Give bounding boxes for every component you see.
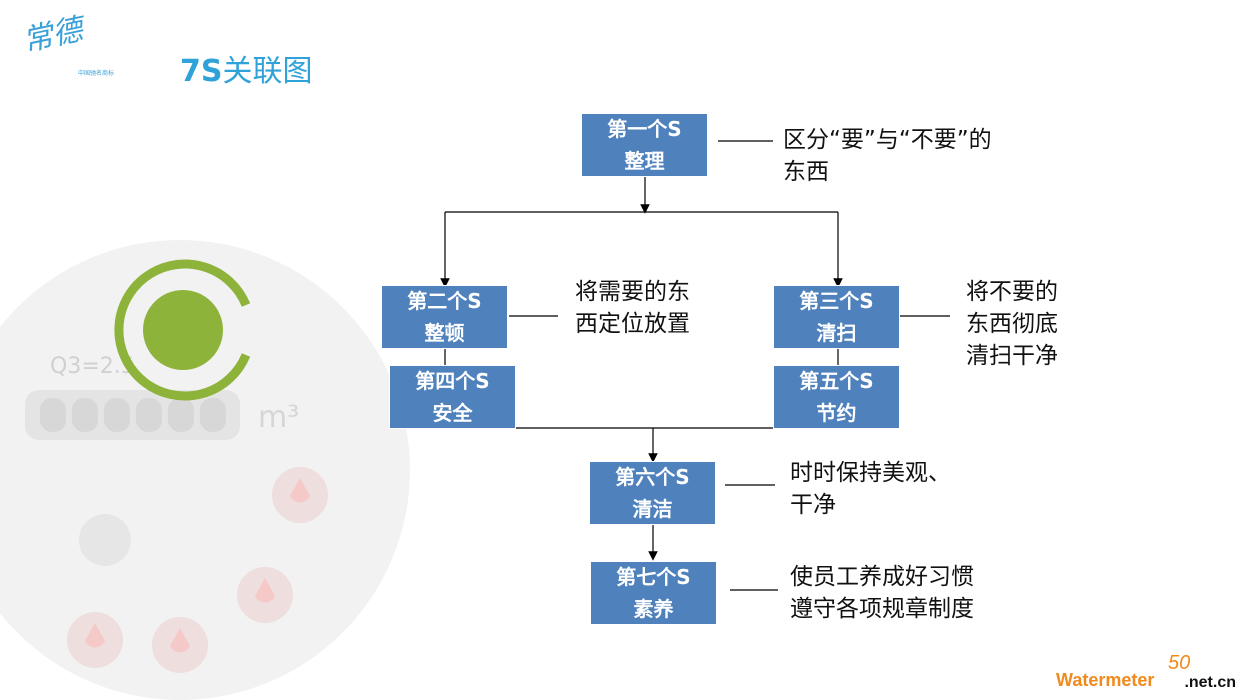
step-box-1: 第一个S 整理 bbox=[581, 113, 708, 177]
step-number: 第四个S bbox=[415, 369, 490, 393]
note-step-6: 时时保持美观、 干净 bbox=[790, 457, 951, 521]
note-step-3: 将不要的 东西彻底 清扫干净 bbox=[966, 276, 1058, 372]
step-box-6: 第六个S 清洁 bbox=[589, 461, 716, 525]
step-number: 第六个S bbox=[615, 465, 690, 489]
page-title: 7S关联图 bbox=[180, 46, 312, 90]
step-number: 第二个S bbox=[407, 289, 482, 313]
step-box-7: 第七个S 素养 bbox=[590, 561, 717, 625]
note-line: 区分“要”与“不要”的 bbox=[783, 127, 992, 153]
footer-domain: .net.cn bbox=[1184, 674, 1236, 691]
note-step-2: 将需要的东 西定位放置 bbox=[575, 276, 690, 340]
title-main: 关联图 bbox=[222, 54, 313, 89]
brand-logo-subtitle: 中国驰名商标 bbox=[78, 70, 115, 77]
footer-badge: 50 bbox=[1168, 652, 1191, 674]
note-line: 使员工养成好习惯 bbox=[790, 564, 974, 590]
note-line: 时时保持美观、 bbox=[790, 460, 951, 486]
step-name: 安全 bbox=[432, 401, 473, 425]
step-number: 第五个S bbox=[799, 369, 874, 393]
note-line: 清扫干净 bbox=[966, 343, 1058, 369]
step-name: 整理 bbox=[624, 149, 665, 173]
footer-brand: Watermeter bbox=[1056, 670, 1155, 690]
note-line: 将不要的 bbox=[966, 279, 1058, 305]
note-step-1: 区分“要”与“不要”的 东西 bbox=[783, 124, 992, 188]
note-line: 干净 bbox=[790, 492, 836, 518]
step-box-3: 第三个S 清扫 bbox=[773, 285, 900, 349]
step-name: 清扫 bbox=[816, 321, 857, 345]
step-name: 节约 bbox=[816, 401, 857, 425]
meter-unit: m³ bbox=[258, 400, 299, 435]
note-line: 东西彻底 bbox=[966, 311, 1058, 337]
note-line: 将需要的东 bbox=[575, 279, 690, 305]
step-number: 第七个S bbox=[616, 565, 691, 589]
step-name: 素养 bbox=[633, 597, 674, 621]
step-name: 整顿 bbox=[424, 321, 465, 345]
step-number: 第一个S bbox=[607, 117, 682, 141]
note-line: 西定位放置 bbox=[575, 311, 690, 337]
note-step-7: 使员工养成好习惯 遵守各项规章制度 bbox=[790, 561, 974, 625]
note-line: 东西 bbox=[783, 159, 829, 185]
footer-watermark: Watermeter 50 .net.cn bbox=[1056, 652, 1236, 692]
step-box-4: 第四个S 安全 bbox=[389, 365, 516, 429]
brand-logo: 常德 中国驰名商标 bbox=[20, 10, 132, 80]
step-name: 清洁 bbox=[632, 497, 673, 521]
step-box-5: 第五个S 节约 bbox=[773, 365, 900, 429]
note-line: 遵守各项规章制度 bbox=[790, 596, 974, 622]
water-meter-dial-icon: Q3=2.5 m³ bbox=[0, 240, 410, 700]
step-number: 第三个S bbox=[799, 289, 874, 313]
title-prefix: 7S bbox=[180, 54, 223, 89]
step-box-2: 第二个S 整顿 bbox=[381, 285, 508, 349]
